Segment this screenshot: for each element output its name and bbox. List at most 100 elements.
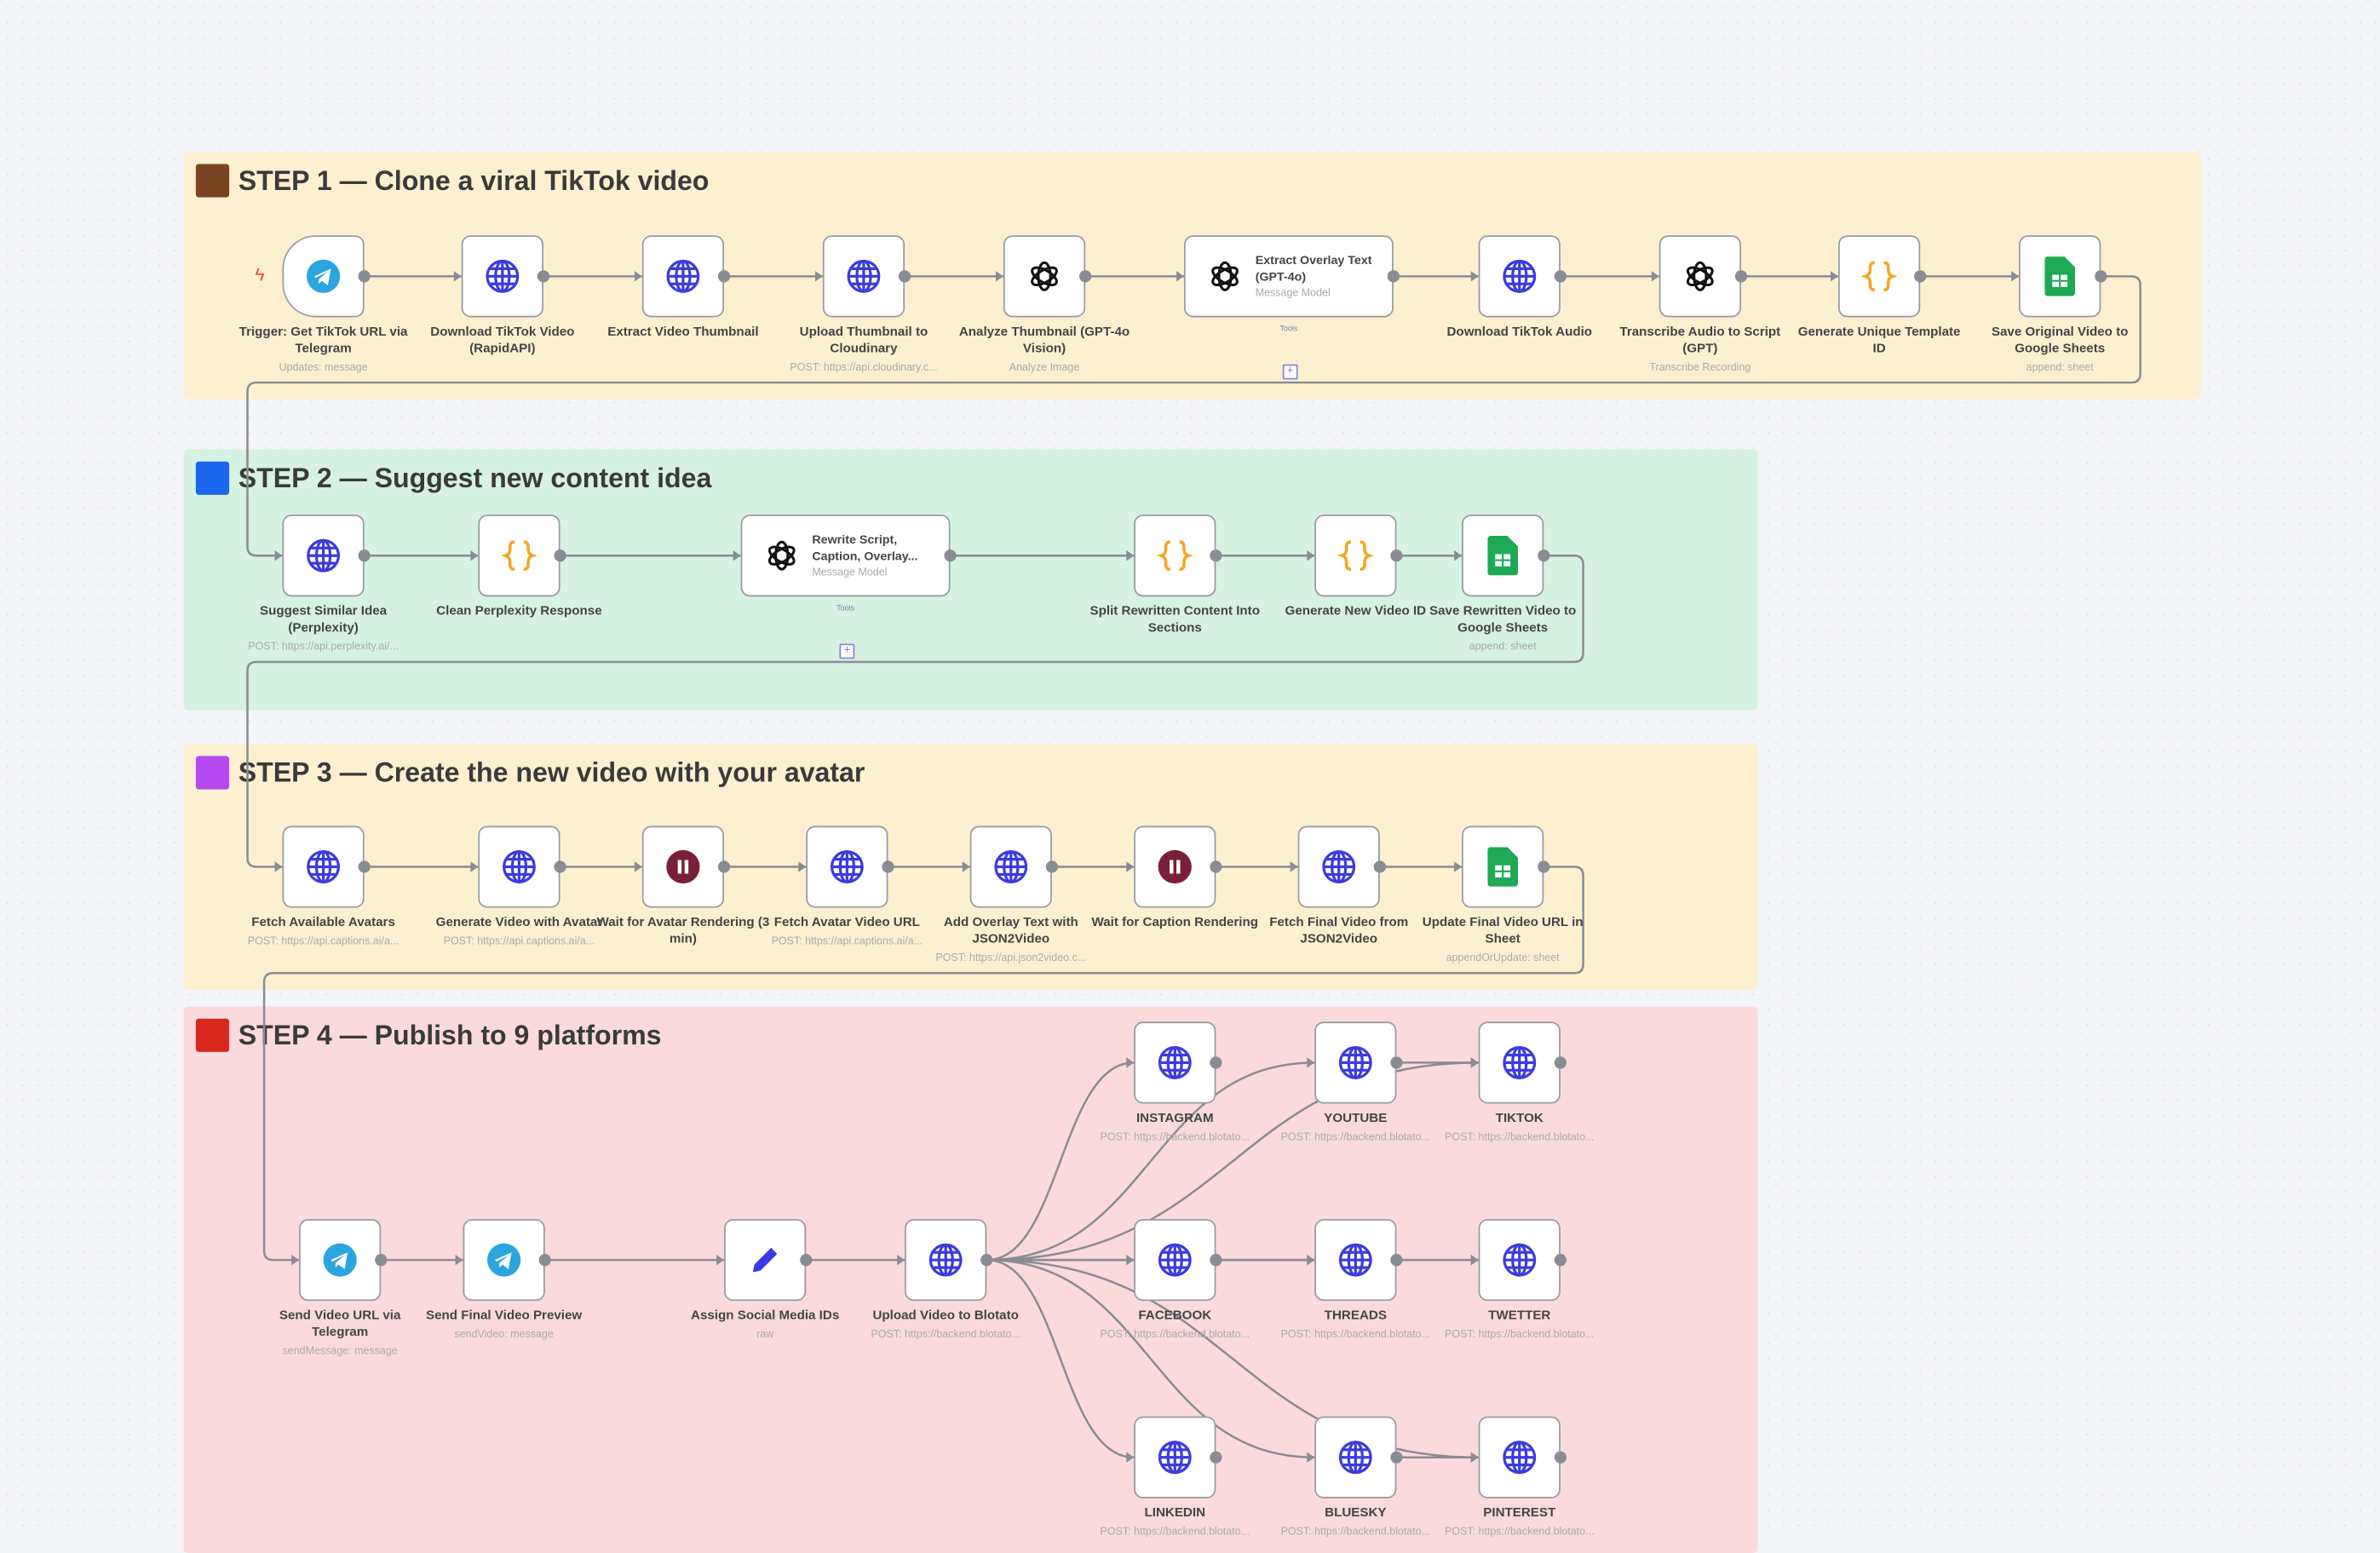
connection-q4-s1[interactable]: [986, 1061, 1135, 1262]
output-handle[interactable]: [1210, 1056, 1222, 1069]
arrow-head-icon: [291, 1254, 300, 1266]
connection-p8-q1[interactable]: [262, 866, 1584, 1262]
node-m1[interactable]: [282, 515, 365, 597]
node-q3[interactable]: [724, 1218, 807, 1302]
output-handle[interactable]: [1045, 860, 1059, 873]
node-n4[interactable]: [822, 235, 905, 318]
telegram-icon: [486, 1242, 522, 1279]
output-handle[interactable]: [1734, 270, 1748, 283]
node-s5[interactable]: [1314, 1218, 1397, 1302]
node-n2[interactable]: [461, 235, 543, 318]
node-n7[interactable]: [1478, 235, 1561, 318]
node-title: Generate Unique Template ID: [1797, 323, 1961, 355]
node-p4[interactable]: [806, 825, 888, 908]
output-handle[interactable]: [1079, 270, 1092, 283]
node-title: Wait for Avatar Rendering (3 min): [596, 913, 770, 946]
node-p1[interactable]: [282, 825, 365, 908]
node-s2[interactable]: [1314, 1021, 1397, 1104]
node-p7[interactable]: [1297, 825, 1380, 908]
node-p2[interactable]: [478, 825, 561, 908]
output-handle[interactable]: [1390, 1056, 1403, 1069]
node-s1[interactable]: [1134, 1021, 1216, 1104]
output-handle[interactable]: [1210, 549, 1222, 562]
output-handle[interactable]: [1554, 270, 1567, 283]
node-m3[interactable]: Rewrite Script, Caption, Overlay...Messa…: [740, 515, 951, 597]
arrow-head-icon: [1126, 1452, 1135, 1463]
node-m4[interactable]: [1134, 515, 1216, 597]
output-handle[interactable]: [1210, 1451, 1222, 1464]
output-handle[interactable]: [375, 1253, 388, 1267]
node-s8[interactable]: [1314, 1416, 1397, 1498]
output-handle[interactable]: [358, 270, 371, 283]
node-n9[interactable]: [1838, 235, 1921, 318]
node-subtitle: Transcribe Recording: [1649, 362, 1751, 374]
node-p8[interactable]: [1462, 825, 1544, 908]
output-handle[interactable]: [1387, 270, 1400, 283]
output-handle[interactable]: [980, 1253, 993, 1267]
output-handle[interactable]: [1554, 1253, 1567, 1267]
output-handle[interactable]: [944, 549, 957, 562]
output-handle[interactable]: [1210, 860, 1222, 873]
node-n5[interactable]: [1003, 235, 1086, 318]
connection-m6-p1[interactable]: [246, 554, 1584, 868]
output-handle[interactable]: [358, 860, 371, 873]
output-handle[interactable]: [538, 1253, 551, 1267]
node-p3[interactable]: [641, 825, 725, 908]
node-label: Analyze Thumbnail (GPT-4o Vision)Analyze…: [957, 324, 1133, 377]
node-s3[interactable]: [1478, 1021, 1561, 1104]
arrow-head-icon: [1290, 861, 1298, 872]
node-label: Wait for Avatar Rendering (3 min): [595, 914, 772, 947]
node-q2[interactable]: [463, 1218, 545, 1302]
output-handle[interactable]: [800, 1253, 813, 1267]
node-m2[interactable]: [478, 515, 561, 597]
arrow-head-icon: [1307, 1254, 1315, 1266]
node-q4[interactable]: [905, 1218, 987, 1302]
globe-icon: [1320, 848, 1357, 885]
output-handle[interactable]: [554, 549, 566, 562]
node-m5[interactable]: [1314, 515, 1397, 597]
node-title: INSTAGRAM: [1135, 1109, 1214, 1125]
output-handle[interactable]: [537, 270, 550, 283]
node-p5[interactable]: [969, 825, 1052, 908]
node-s7[interactable]: [1134, 1416, 1216, 1498]
globe-icon: [305, 538, 342, 574]
node-p6[interactable]: [1134, 825, 1216, 908]
node-q1[interactable]: [299, 1218, 382, 1302]
output-handle[interactable]: [1390, 1451, 1403, 1464]
output-handle[interactable]: [717, 270, 731, 283]
output-handle[interactable]: [2095, 270, 2107, 283]
output-handle[interactable]: [554, 860, 566, 873]
output-handle[interactable]: [1210, 1253, 1222, 1267]
output-handle[interactable]: [882, 860, 894, 873]
node-m6[interactable]: [1462, 515, 1544, 597]
output-handle[interactable]: [1538, 549, 1550, 562]
connection-q4-s7[interactable]: [986, 1258, 1135, 1458]
output-handle[interactable]: [1914, 270, 1927, 283]
node-n10[interactable]: [2019, 235, 2101, 318]
node-s4[interactable]: [1134, 1218, 1216, 1302]
output-handle[interactable]: [1390, 549, 1403, 562]
output-handle[interactable]: [1538, 860, 1550, 873]
connection-n10-m1[interactable]: [246, 275, 2141, 557]
connection-q4-s2[interactable]: [986, 1061, 1315, 1262]
node-s9[interactable]: [1478, 1416, 1561, 1498]
output-handle[interactable]: [1554, 1451, 1567, 1464]
output-handle[interactable]: [1390, 1253, 1403, 1267]
node-n3[interactable]: [641, 235, 725, 318]
output-handle[interactable]: [1373, 860, 1386, 873]
add-tool-button[interactable]: +: [1282, 364, 1298, 380]
output-handle[interactable]: [1554, 1056, 1567, 1069]
output-handle[interactable]: [358, 549, 371, 562]
node-label: Download TikTok Video (RapidAPI): [414, 324, 590, 357]
output-handle[interactable]: [717, 860, 731, 873]
add-tool-button[interactable]: +: [839, 643, 855, 659]
output-handle[interactable]: [898, 270, 911, 283]
node-n1[interactable]: [282, 235, 365, 318]
connection-q4-s8[interactable]: [986, 1258, 1315, 1458]
wait-icon: [1157, 848, 1193, 885]
node-n6[interactable]: Extract Overlay Text (GPT-4o)Message Mod…: [1183, 235, 1394, 318]
node-s6[interactable]: [1478, 1218, 1561, 1302]
node-n8[interactable]: [1659, 235, 1741, 318]
